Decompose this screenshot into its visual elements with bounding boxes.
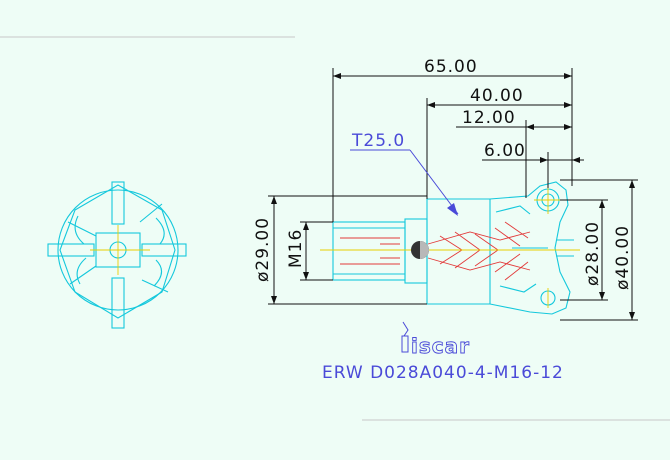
dim-dia-28: ø28.00 bbox=[583, 221, 603, 286]
callout-label: T25.0 bbox=[351, 131, 405, 151]
hidden-lines bbox=[340, 221, 531, 281]
side-view-outline bbox=[332, 181, 574, 315]
dimension-lines bbox=[268, 68, 638, 321]
part-code: ERW D028A040-4-M16-12 bbox=[322, 363, 564, 383]
torx-callout bbox=[350, 149, 459, 216]
dim-thread: M16 bbox=[286, 229, 306, 268]
dim-length-6: 6.00 bbox=[484, 141, 526, 161]
end-view bbox=[47, 181, 187, 329]
brand-logo-text: iscar bbox=[411, 334, 470, 358]
dim-dia-40: ø40.00 bbox=[613, 225, 633, 290]
dim-overall-length: 65.00 bbox=[424, 57, 478, 77]
brand-logo bbox=[401, 321, 409, 353]
dim-length-12: 12.00 bbox=[462, 108, 516, 128]
dim-dia-29: ø29.00 bbox=[253, 217, 273, 282]
dim-length-40: 40.00 bbox=[470, 86, 524, 106]
